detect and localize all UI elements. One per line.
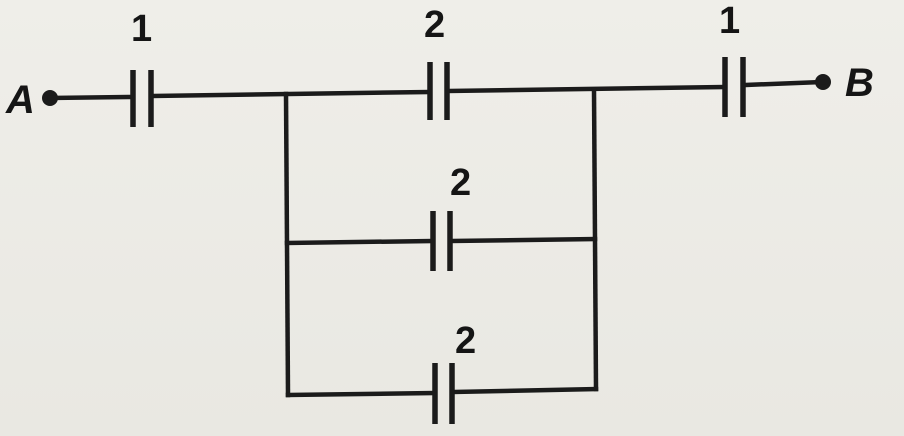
terminal-b-label: B [845, 61, 874, 105]
capacitor-2-bottom [432, 363, 455, 424]
main-wire [47, 79, 826, 101]
parallel-branch-wires [283, 87, 599, 398]
capacitor-2-top [427, 62, 450, 120]
capacitor-1-right [722, 57, 746, 117]
capacitor-2-bottom-label: 2 [455, 320, 477, 362]
capacitor-2-middle [430, 211, 453, 271]
capacitor-2-middle-label: 2 [450, 162, 472, 204]
capacitor-2-top-label: 2 [424, 4, 446, 46]
terminal-a-label: A [6, 78, 35, 122]
capacitor-1-left [130, 70, 154, 127]
capacitor-1-left-label: 1 [131, 8, 153, 50]
capacitor-1-right-label: 1 [719, 0, 741, 42]
